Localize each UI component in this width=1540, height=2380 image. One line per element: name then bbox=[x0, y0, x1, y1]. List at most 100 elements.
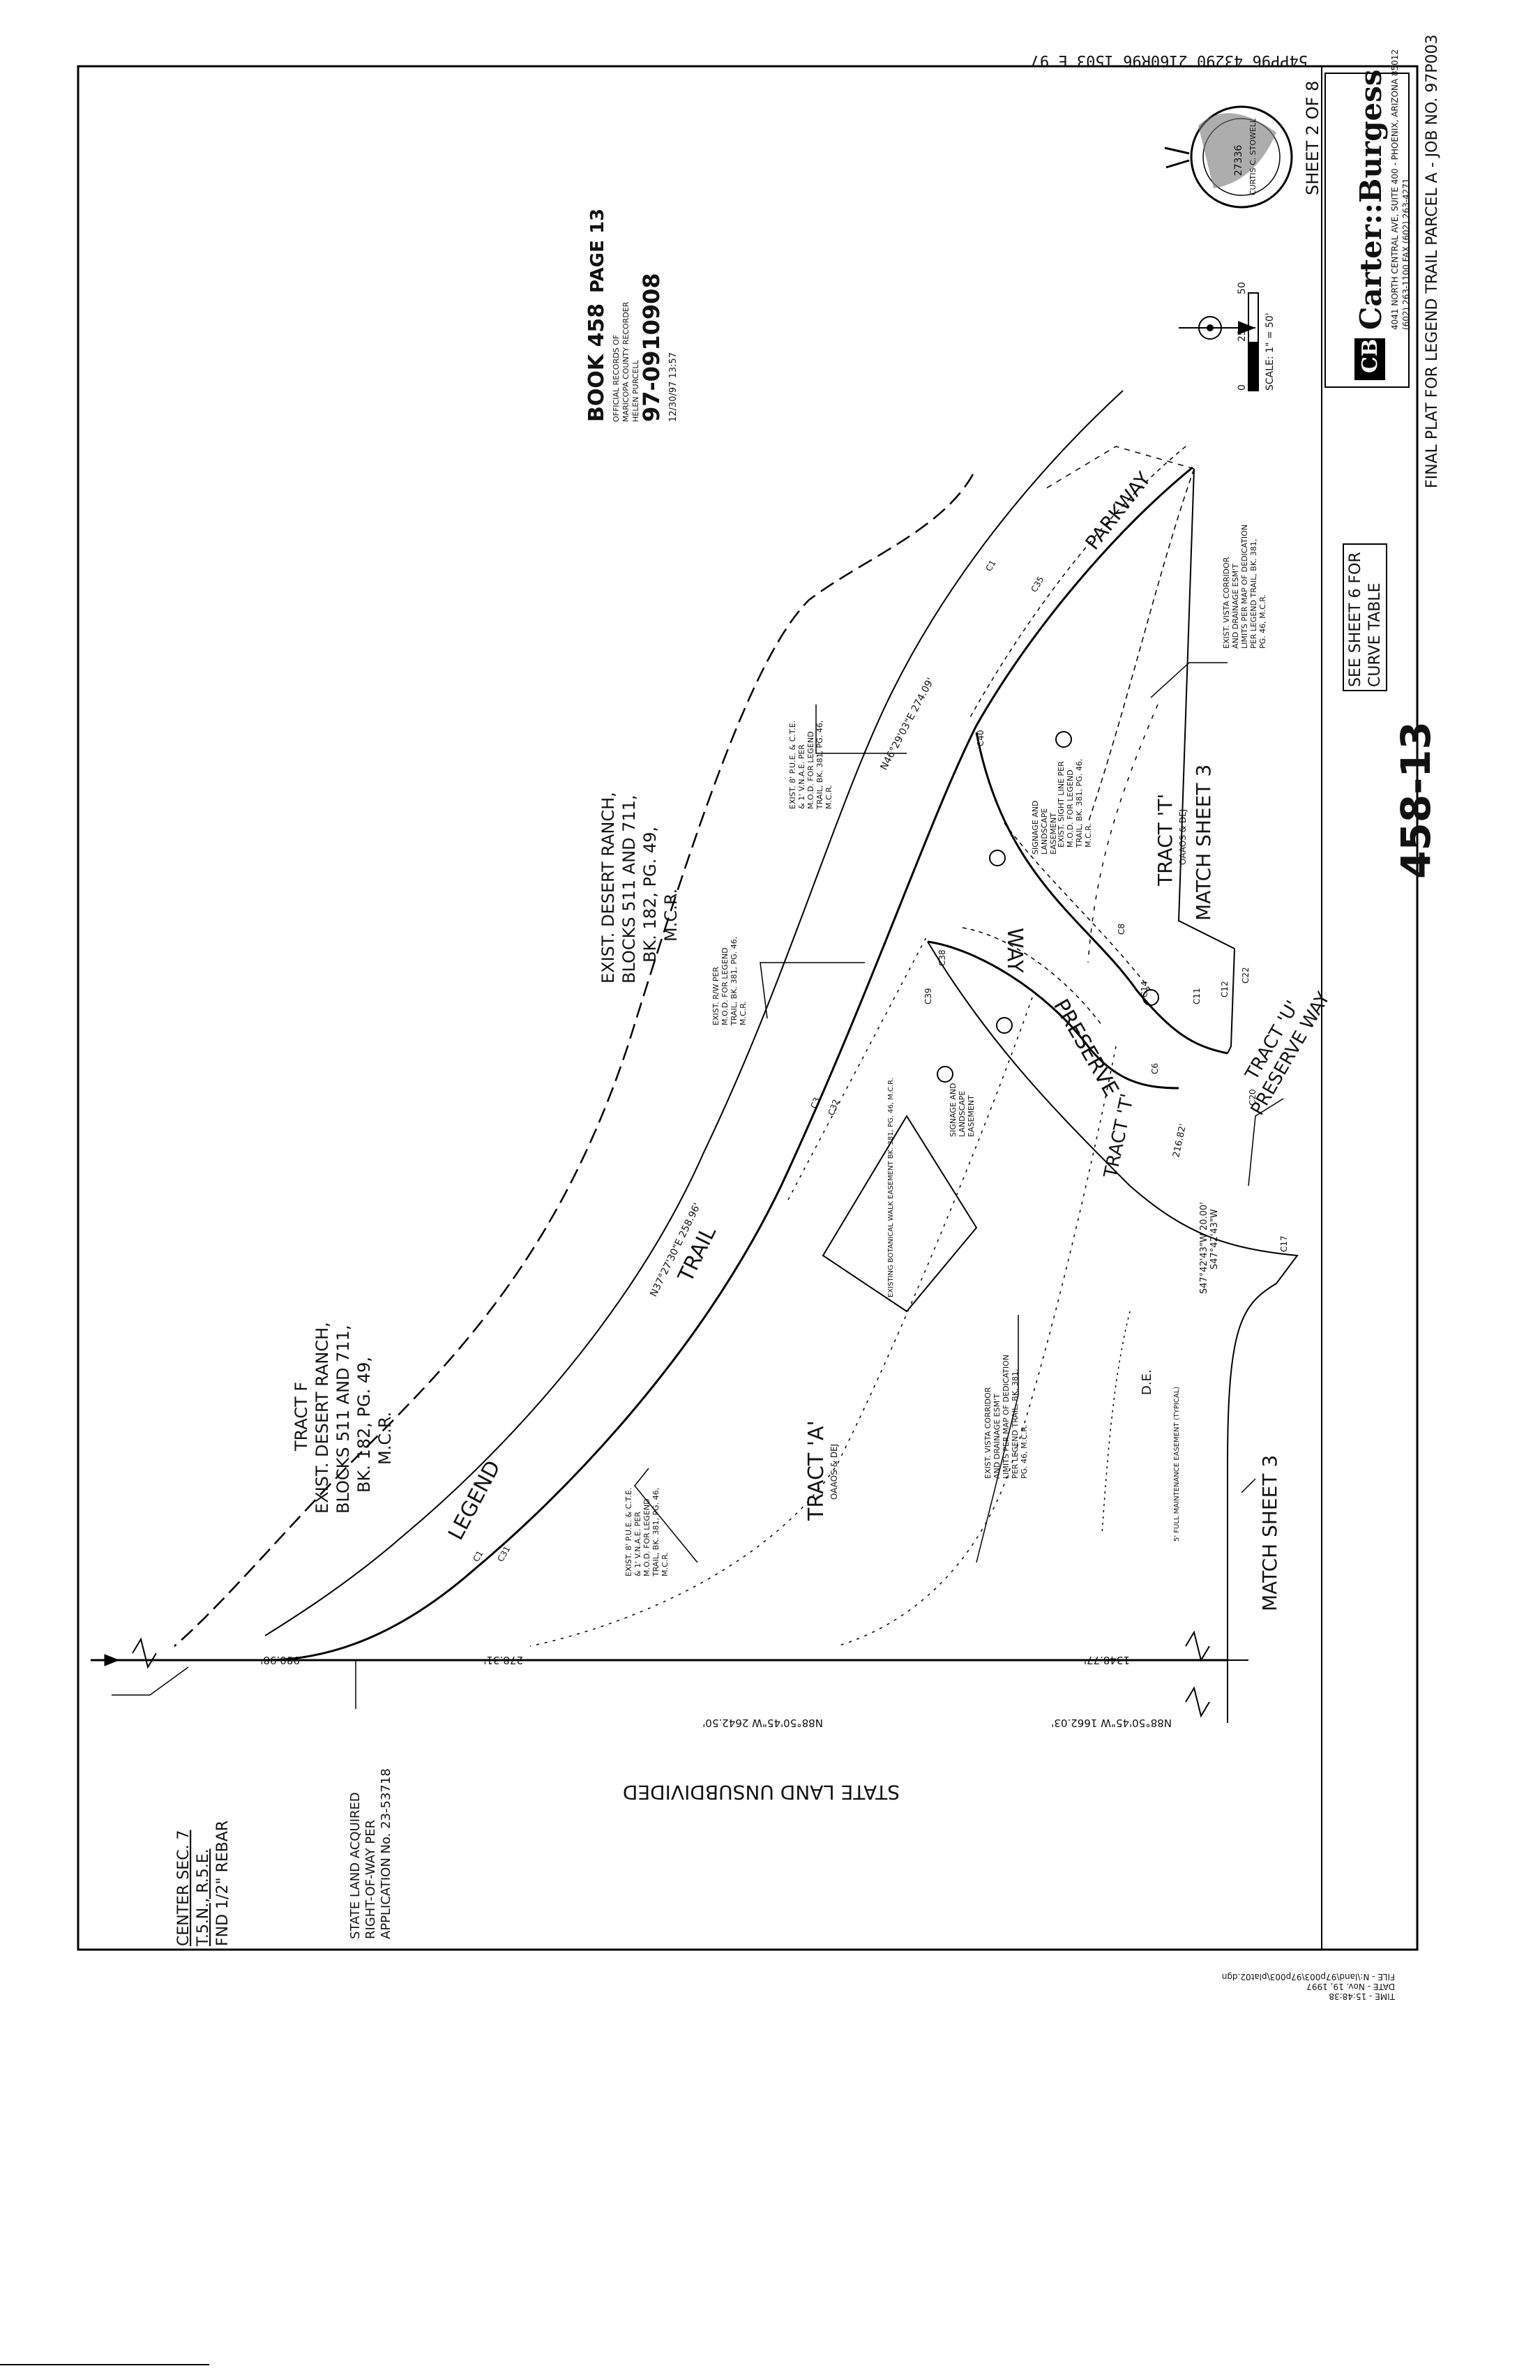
svg-text:SIGNAGE AND: SIGNAGE AND bbox=[949, 1083, 958, 1137]
svg-text:EXIST. 8' P.U.E. & C.T.E.: EXIST. 8' P.U.E. & C.T.E. bbox=[624, 1488, 633, 1576]
svg-text:FND 1/2" REBAR: FND 1/2" REBAR bbox=[214, 1821, 232, 1946]
firm-logo-group: CB Carter::Burgess 4041 NORTH CENTRAL AV… bbox=[1354, 50, 1411, 380]
svg-text:M.O.D. FOR LEGEND: M.O.D. FOR LEGEND bbox=[720, 947, 730, 1025]
svg-text:M.O.D. FOR LEGEND: M.O.D. FOR LEGEND bbox=[806, 731, 815, 809]
dim-980: 980.98' bbox=[260, 1654, 300, 1666]
recording-office-2: MARICOPA COUNTY RECORDER bbox=[621, 301, 631, 422]
desert-ranch-label: EXIST. DESERT RANCH, BLOCKS 511 AND 711,… bbox=[598, 792, 681, 984]
recording-date: 12/30/97 13:57 bbox=[668, 352, 679, 422]
svg-text:M.C.R.: M.C.R. bbox=[661, 889, 681, 942]
recording-page: PAGE 13 bbox=[587, 209, 608, 293]
dim-s47: S47°42'43"W bbox=[1209, 1209, 1220, 1270]
svg-text:PG. 46, M.C.R.: PG. 46, M.C.R. bbox=[1020, 1424, 1029, 1479]
svg-text:M.C.R.: M.C.R. bbox=[660, 1552, 670, 1576]
curve-tag: C11 bbox=[1192, 988, 1202, 1004]
tract-a-label: TRACT 'A' OAAOS & DEJ bbox=[804, 1420, 839, 1521]
recording-number: 97-0910908 bbox=[638, 273, 665, 422]
curve-tag: C20 bbox=[1248, 1089, 1258, 1106]
svg-text:PER LEGEND TRAIL, BK. 381,: PER LEGEND TRAIL, BK. 381, bbox=[1249, 538, 1258, 649]
svg-text:EXIST. DESERT RANCH,: EXIST. DESERT RANCH, bbox=[312, 1322, 332, 1514]
street-tract-t-side: TRACT 'T' bbox=[1100, 1092, 1138, 1180]
curve-tag: C40 bbox=[976, 730, 986, 746]
svg-text:EASEMENT: EASEMENT bbox=[1049, 813, 1058, 854]
firm-box bbox=[1324, 73, 1410, 388]
svg-text:TRAIL, BK. 381, PG. 46,: TRAIL, BK. 381, PG. 46, bbox=[730, 937, 739, 1026]
scale-label: SCALE: 1" = 50' bbox=[1265, 312, 1276, 391]
seal-number: 27336 bbox=[1233, 145, 1244, 176]
svg-text:M.C.R.: M.C.R. bbox=[1084, 823, 1093, 848]
svg-text:AND DRAINAGE ESM'T: AND DRAINAGE ESM'T bbox=[992, 1394, 1002, 1479]
svg-text:PER LEGEND TRAIL, BK. 381,: PER LEGEND TRAIL, BK. 381, bbox=[1011, 1369, 1020, 1479]
curve-tag: C1 bbox=[983, 559, 997, 573]
recording-stamp: BOOK 458 PAGE 13 OFFICIAL RECORDS OF MAR… bbox=[584, 209, 679, 422]
street-way: WAY bbox=[1002, 928, 1027, 973]
recording-office-1: OFFICIAL RECORDS OF bbox=[612, 335, 621, 422]
file-info: FILE - N:\land\97p003\97p003\plat02.dgn … bbox=[1222, 1972, 1396, 2001]
svg-text:DATE - Nov. 19, 1997: DATE - Nov. 19, 1997 bbox=[1306, 1982, 1395, 1991]
svg-text:FILE - N:\land\97p003\97p003\p: FILE - N:\land\97p003\97p003\plat02.dgn bbox=[1222, 1972, 1395, 1982]
curve-tag: C8 bbox=[1117, 924, 1126, 935]
recording-office-3: HELEN PURCELL bbox=[631, 359, 640, 422]
title-block: CB Carter::Burgess 4041 NORTH CENTRAL AV… bbox=[1164, 34, 1441, 488]
svg-text:TRACT 'A': TRACT 'A' bbox=[804, 1420, 829, 1521]
vista-corridor-note-top: EXIST. VISTA CORRIDOR AND DRAINAGE ESM'T… bbox=[1222, 525, 1267, 649]
dim-1348: 1348.77' bbox=[1084, 1654, 1130, 1666]
svg-text:M.O.D. FOR LEGEND: M.O.D. FOR LEGEND bbox=[1066, 769, 1075, 848]
svg-text:BK. 182, PG. 49,: BK. 182, PG. 49, bbox=[354, 1357, 374, 1493]
rw-note: EXIST. R/W PER M.O.D. FOR LEGEND TRAIL, … bbox=[711, 937, 748, 1026]
curve-tag: C17 bbox=[1279, 1235, 1289, 1252]
state-land-label: STATE LAND UNSUBDIVIDED bbox=[623, 1781, 900, 1804]
see-sheet-line1: SEE SHEET 6 FOR bbox=[1347, 552, 1364, 687]
svg-text:M.C.R.: M.C.R. bbox=[375, 1412, 395, 1465]
tract-t-label: TRACT 'T' OAAOS & DEJ bbox=[1154, 794, 1188, 887]
plat-title: FINAL PLAT FOR LEGEND TRAIL PARCEL A - J… bbox=[1424, 34, 1441, 488]
svg-text:EXIST. DESERT RANCH,: EXIST. DESERT RANCH, bbox=[598, 792, 618, 984]
svg-text:BLOCKS 511 AND 711,: BLOCKS 511 AND 711, bbox=[333, 1325, 353, 1514]
see-sheet-box bbox=[1343, 543, 1387, 691]
svg-text:APPLICATION No. 23-53718: APPLICATION No. 23-53718 bbox=[379, 1768, 393, 1939]
svg-text:LIMITS PER MAP OF DEDICATION: LIMITS PER MAP OF DEDICATION bbox=[1002, 1355, 1011, 1479]
recording-book: BOOK 458 bbox=[584, 303, 609, 422]
curve-tag: C39 bbox=[923, 988, 933, 1004]
curve-tag: C12 bbox=[1220, 981, 1230, 997]
bearing-s47-20: S47°42'43"W 20.00' bbox=[1199, 1202, 1209, 1294]
svg-text:RIGHT-OF-WAY PER: RIGHT-OF-WAY PER bbox=[363, 1820, 378, 1939]
svg-text:LIMITS PER MAP OF DEDICATION: LIMITS PER MAP OF DEDICATION bbox=[1240, 525, 1249, 649]
svg-text:TRAIL, BK. 381, PG. 46,: TRAIL, BK. 381, PG. 46, bbox=[815, 721, 824, 810]
scale-tick-50: 50 bbox=[1237, 282, 1248, 294]
svg-text:PG. 46, M.C.R.: PG. 46, M.C.R. bbox=[1258, 594, 1267, 649]
parcel-lines bbox=[91, 390, 1299, 1723]
street-preserve: PRESERVE bbox=[1048, 995, 1124, 1101]
curve-tag: C22 bbox=[1241, 967, 1251, 984]
sheet-number: SHEET 2 OF 8 bbox=[1303, 81, 1322, 195]
scale-tick-0: 0 bbox=[1237, 384, 1248, 391]
dim-278: 278.31' bbox=[483, 1654, 523, 1666]
svg-text:BK. 182, PG. 49,: BK. 182, PG. 49, bbox=[640, 827, 660, 963]
firm-phone: (602) 263-1100 FAX (602) 263-4271 bbox=[1401, 178, 1411, 330]
maintenance-easement-note: 5' FULL MAINTENANCE EASEMENT (TYPICAL) bbox=[1173, 1387, 1181, 1542]
svg-text:& 1' V.N.A.E. PER: & 1' V.N.A.E. PER bbox=[797, 744, 806, 809]
botanical-walk-note: EXISTING BOTANICAL WALK EASEMENT BK. 381… bbox=[887, 1078, 895, 1297]
svg-text:M.C.R.: M.C.R. bbox=[739, 1001, 748, 1025]
svg-text:TRAIL, BK. 381, PG. 46,: TRAIL, BK. 381, PG. 46, bbox=[651, 1488, 660, 1577]
svg-text:EXIST. R/W PER: EXIST. R/W PER bbox=[711, 967, 720, 1025]
svg-text:SIGNAGE AND: SIGNAGE AND bbox=[1031, 800, 1040, 854]
sight-line-note: EXIST. SIGHT LINE PER M.O.D. FOR LEGEND … bbox=[1057, 759, 1093, 848]
curve-tag: C3 bbox=[809, 1096, 822, 1110]
registration-seal: 27336 CURTIS C. STOWELL bbox=[1164, 105, 1293, 209]
vista-corridor-note-bottom: EXIST. VISTA CORRIDOR AND DRAINAGE ESM'T… bbox=[983, 1355, 1029, 1479]
docket-number: 54PP96 43290 2160R96 1503 E 97 bbox=[1031, 52, 1308, 69]
center-section-label: CENTER SEC. 7 T.5.N., R.5.E. FND 1/2" RE… bbox=[175, 1821, 232, 1947]
sheet-border bbox=[77, 65, 1419, 1951]
svg-text:CENTER SEC. 7: CENTER SEC. 7 bbox=[175, 1830, 192, 1946]
svg-text:STATE LAND ACQUIRED: STATE LAND ACQUIRED bbox=[348, 1792, 363, 1939]
curve-tag: C1 bbox=[471, 1549, 485, 1564]
curve-tag: C14 bbox=[1140, 981, 1149, 997]
svg-text:TRACT F: TRACT F bbox=[292, 1382, 311, 1452]
svg-text:OAAOS & DEJ: OAAOS & DEJ bbox=[1178, 809, 1188, 865]
svg-text:& 1' V.N.A.E. PER: & 1' V.N.A.E. PER bbox=[633, 1512, 642, 1576]
match-sheet-upper: MATCH SHEET 3 bbox=[1192, 765, 1215, 921]
firm-name: Carter::Burgess bbox=[1354, 69, 1388, 330]
svg-text:EXIST. VISTA CORRIDOR: EXIST. VISTA CORRIDOR bbox=[1222, 557, 1231, 649]
